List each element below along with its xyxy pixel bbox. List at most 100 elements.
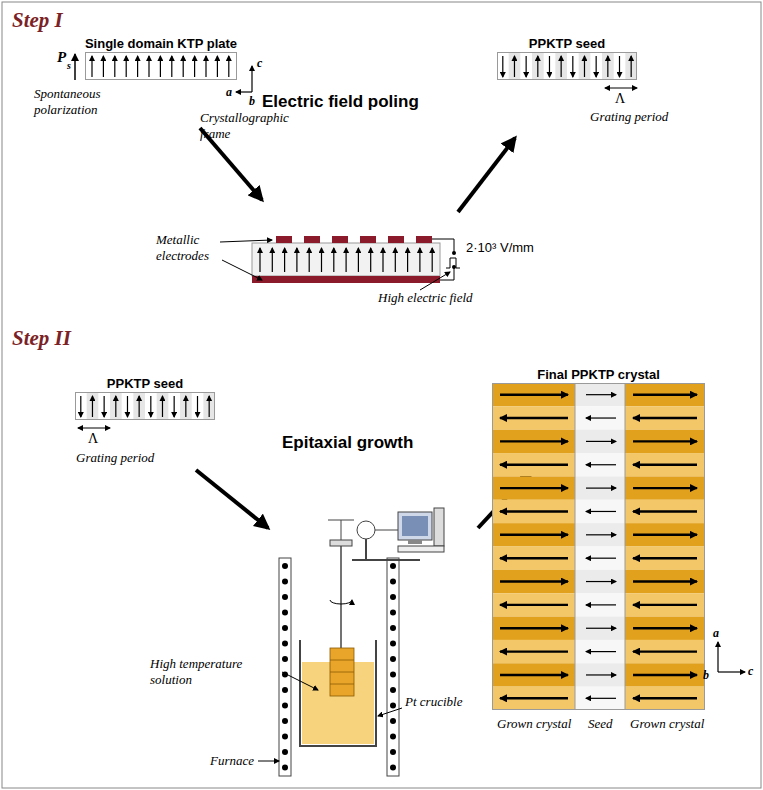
grown-band xyxy=(625,547,705,570)
domain-arrow xyxy=(162,396,163,417)
grown-band xyxy=(492,570,575,593)
domain-arrow xyxy=(596,56,597,77)
domain-arrow xyxy=(91,56,92,77)
heater-dot xyxy=(282,610,288,616)
domain-arrow xyxy=(586,604,616,605)
domain-arrow xyxy=(500,557,568,559)
domain-arrow xyxy=(114,56,115,77)
process-arrow xyxy=(196,470,268,528)
grown-band xyxy=(492,687,575,710)
seed-band xyxy=(575,593,625,616)
domain-arrow xyxy=(160,56,161,77)
domain-arrow xyxy=(633,557,697,559)
seed-band xyxy=(575,617,625,640)
domain-stripe xyxy=(87,392,99,420)
domain-arrow xyxy=(92,396,93,417)
domain-arrow xyxy=(171,56,172,77)
heater-dot xyxy=(390,765,396,771)
domain-arrow xyxy=(586,394,616,395)
grown-band xyxy=(492,406,575,429)
step-heading: Step II xyxy=(12,326,71,351)
seed-band xyxy=(575,523,625,546)
seed-band xyxy=(575,547,625,570)
caption: Metallic electrodes xyxy=(156,232,226,264)
seed-edge xyxy=(575,383,576,710)
domain-arrow xyxy=(586,674,616,675)
domain-arrow xyxy=(500,464,568,466)
box-heading: Single domain KTP plate xyxy=(85,36,237,51)
domain-arrow xyxy=(586,441,616,442)
grown-band xyxy=(625,570,705,593)
heater-dot xyxy=(390,625,396,631)
domain-arrow xyxy=(586,464,616,465)
grown-band xyxy=(492,593,575,616)
domain-arrow xyxy=(228,56,229,77)
heater-dot xyxy=(390,656,396,662)
domain-arrow xyxy=(633,440,697,442)
caption: Furnace xyxy=(210,753,254,769)
domain-arrow xyxy=(526,56,527,77)
domain-arrow xyxy=(104,396,105,417)
symbol: P xyxy=(57,49,66,66)
domain-arrow xyxy=(586,488,616,489)
domain-arrow xyxy=(500,440,568,442)
domain-stripe xyxy=(532,52,544,80)
grown-band xyxy=(492,430,575,453)
domain-stripe xyxy=(133,392,145,420)
caption: Grown crystal xyxy=(497,716,571,732)
domain-arrow xyxy=(197,396,198,417)
domain-arrow xyxy=(631,56,632,77)
grown-band xyxy=(492,523,575,546)
process-name: Electric field poling xyxy=(262,92,419,112)
caption: Seed xyxy=(588,716,613,732)
domain-arrow xyxy=(633,487,697,489)
domain-arrow xyxy=(586,534,616,535)
caption: Crystallographic frame xyxy=(200,110,310,142)
seed-band xyxy=(575,500,625,523)
domain-arrow xyxy=(148,56,149,77)
period-arrow xyxy=(78,428,110,429)
symbol: Λ xyxy=(615,91,625,107)
domain-arrow xyxy=(321,248,322,272)
domain-arrow xyxy=(500,393,568,395)
heater-dot xyxy=(282,563,288,569)
domain-arrow xyxy=(500,650,568,652)
symbol: s xyxy=(67,60,71,71)
domain-arrow xyxy=(419,248,420,272)
heater-dot xyxy=(282,625,288,631)
box-heading: PPKTP seed xyxy=(529,36,605,51)
domain-stripe xyxy=(555,52,567,80)
domain-arrow xyxy=(500,604,568,606)
axis-label: a xyxy=(226,85,232,100)
domain-arrow xyxy=(584,56,585,77)
grown-band xyxy=(492,500,575,523)
domain-arrow xyxy=(358,248,359,272)
grown-band xyxy=(492,663,575,686)
grown-band xyxy=(492,547,575,570)
heater-dot xyxy=(282,749,288,755)
grown-band xyxy=(625,687,705,710)
domain-arrow xyxy=(633,604,697,606)
domain-arrows xyxy=(81,56,697,698)
domain-arrow xyxy=(549,56,550,77)
domain-arrow xyxy=(80,396,81,417)
heater-dot xyxy=(282,703,288,709)
caption: Grown crystal xyxy=(630,716,704,732)
domain-arrow xyxy=(633,674,697,676)
domain-arrow xyxy=(432,248,433,272)
plate-box: Single domain KTP plate xyxy=(85,52,237,80)
domain-stripes xyxy=(87,52,637,420)
domain-arrow xyxy=(194,56,195,77)
domain-stripe xyxy=(509,52,521,80)
plate-box: PPKTP seed xyxy=(75,392,215,420)
domain-arrow xyxy=(382,248,383,272)
domain-arrow xyxy=(309,248,310,272)
domain-arrow xyxy=(103,56,104,77)
grown-band xyxy=(625,476,705,499)
domain-arrow xyxy=(500,580,568,582)
axis-label: b xyxy=(703,668,709,683)
grown-band xyxy=(625,383,705,406)
domain-arrow xyxy=(150,396,151,417)
domain-arrow xyxy=(586,651,616,652)
domain-arrow xyxy=(633,464,697,466)
